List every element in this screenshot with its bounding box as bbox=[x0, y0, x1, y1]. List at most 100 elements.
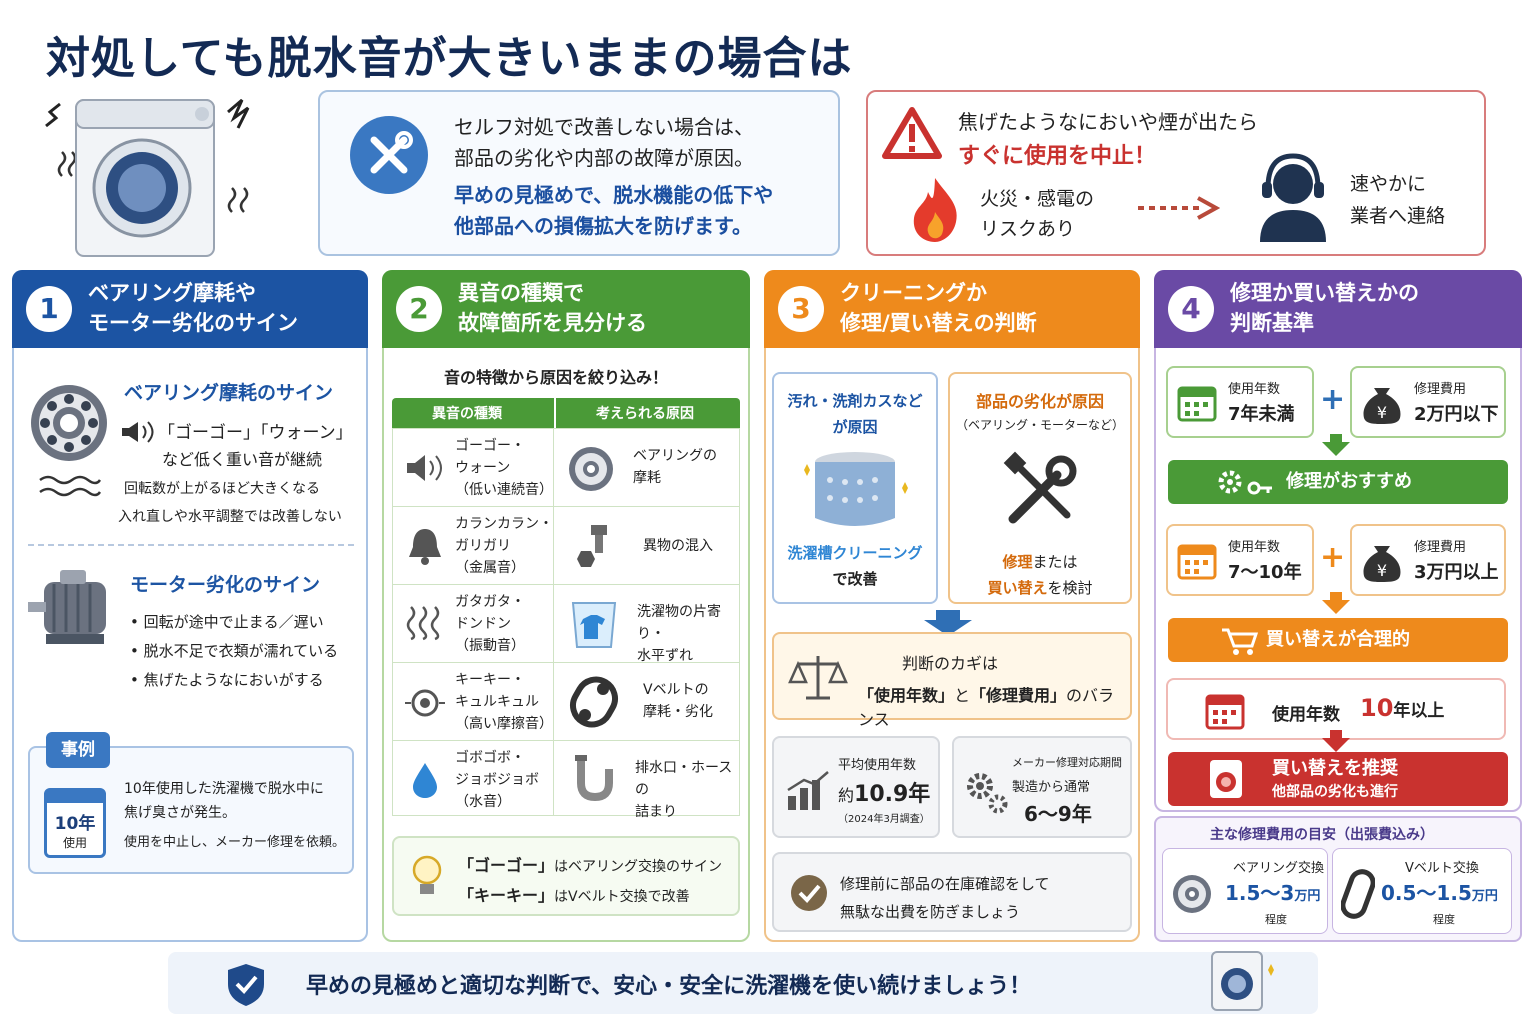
avg-years-box: 平均使用年数 約10.9年 （2024年3月調査） bbox=[772, 736, 940, 838]
operator-headset-icon bbox=[1260, 153, 1326, 242]
page-title: 対処しても脱水音が大きいままの場合は bbox=[46, 33, 853, 84]
cost-card: ¥ 修理費用 2万円以下 bbox=[1350, 366, 1506, 438]
years-card: 使用年数 7〜10年 bbox=[1166, 524, 1314, 596]
v-belt-icon bbox=[570, 676, 618, 728]
motor-sign-title: モーター劣化のサイン bbox=[130, 574, 321, 596]
lightbulb-icon bbox=[412, 855, 442, 894]
repair-box: 部品の劣化が原因 （ベアリング・モーターなど） 修理または買い替えを検討 bbox=[948, 372, 1132, 604]
list-item: • 回転が途中で止まる／遅い bbox=[130, 613, 324, 631]
plus-icon: + bbox=[1320, 382, 1346, 417]
screw-nut-icon bbox=[577, 525, 607, 567]
column-3-header: 3 クリーニングか修理/買い替えの判断 bbox=[764, 270, 1140, 348]
bell-icon bbox=[409, 529, 441, 565]
drain-pipe-icon bbox=[575, 755, 613, 802]
result-recommend-replace: 買い替えを推奨 他部品の劣化も進行 bbox=[1168, 752, 1508, 806]
years-card: 使用年数 7年未満 bbox=[1166, 366, 1314, 438]
friction-icon bbox=[405, 689, 445, 717]
scale-icon bbox=[788, 656, 848, 700]
tip-box: 「ゴーゴー」はベアリング交換のサイン 「キーキー」はVベルト交換で改善 bbox=[392, 836, 740, 916]
yen-bag-icon: ¥ bbox=[1363, 546, 1401, 582]
cost-vbelt: Vベルト交換 0.5〜1.5万円 程度 bbox=[1332, 848, 1512, 934]
maker-period-box: メーカー修理対応期間 製造から通常 6〜9年 bbox=[952, 736, 1132, 838]
noise-table: ゴーゴー・ウォーン（低い連続音） ベアリングの摩耗 カランカラン・ガリガリ（金属… bbox=[392, 428, 740, 820]
column-1-bearing-motor: 1 ベアリング摩耗やモーター劣化のサイン ベアリング摩耗のサイン 「ゴーゴー」「… bbox=[12, 270, 368, 942]
bearing-icon bbox=[569, 447, 613, 491]
intro-text: セルフ対処で改善しない場合は、部品の劣化や内部の故障が原因。 bbox=[454, 115, 754, 170]
result-repair: 修理がおすすめ bbox=[1168, 460, 1508, 504]
table-row: カランカラン・ガリガリ（金属音） 異物の混入 bbox=[393, 507, 739, 585]
column-3-clean-or-repair: 3 クリーニングか修理/買い替えの判断 汚れ・洗剤カスなどが原因 洗濯槽クリーニ… bbox=[764, 270, 1140, 942]
washing-machine-icon bbox=[45, 98, 250, 257]
list-item: • 脱水不足で衣類が濡れている bbox=[130, 642, 339, 660]
arrow-down-icon bbox=[1322, 434, 1350, 456]
column-2-subtitle: 音の特徴から原因を絞り込み！ bbox=[444, 368, 669, 387]
case-text: 10年使用した洗濯機で脱水中に bbox=[124, 781, 324, 797]
case-box: 事例 10年 使用 10年使用した洗濯機で脱水中に 焦げ臭さが発生。 使用を中止… bbox=[28, 732, 354, 874]
stock-note-box: 修理前に部品の在庫確認をして無駄な出費を防ぎましょう bbox=[772, 852, 1132, 932]
motor-icon bbox=[28, 570, 106, 644]
footer-banner: 早めの見極めと適切な判断で、安心・安全に洗濯機を使い続けましょう！ bbox=[168, 951, 1318, 1014]
gears-icon bbox=[967, 773, 1008, 814]
table-row: ゴーゴー・ウォーン（低い連続音） ベアリングの摩耗 bbox=[393, 429, 739, 507]
wrench-screwdriver-icon bbox=[1003, 451, 1077, 524]
laundry-tub-icon bbox=[571, 602, 617, 648]
svg-text:¥: ¥ bbox=[1377, 403, 1387, 422]
table-header: 異音の種類 考えられる原因 bbox=[392, 398, 740, 428]
cleaning-box: 汚れ・洗剤カスなどが原因 洗濯槽クリーニングで改善 bbox=[772, 372, 938, 604]
speaker-icon bbox=[407, 455, 442, 481]
tools-icon bbox=[350, 116, 428, 194]
calendar-icon bbox=[1177, 386, 1217, 422]
result-replace: 買い替えが合理的 bbox=[1168, 618, 1508, 662]
water-drop-icon bbox=[413, 763, 437, 798]
shopping-cart-icon bbox=[1222, 628, 1259, 655]
bearing-icon bbox=[1173, 875, 1211, 913]
list-item: • 焦げたようなにおいがする bbox=[130, 671, 324, 689]
drum-icon bbox=[804, 452, 908, 526]
divider bbox=[28, 544, 354, 546]
column-4-criteria: 4 修理か買い替えかの判断基準 使用年数 7年未満 + ¥ 修理費用 2万円以下… bbox=[1154, 270, 1522, 812]
vibration-icon bbox=[406, 606, 440, 641]
warning-panel: 焦げたようなにおいや煙が出たら すぐに使用を中止！ 火災・感電のリスクあり 速や… bbox=[866, 90, 1486, 256]
motor-sign-list: • 回転が途中で止まる／遅い • 脱水不足で衣類が濡れている • 焦げたようなに… bbox=[130, 608, 338, 695]
cost-card: ¥ 修理費用 3万円以上 bbox=[1350, 524, 1506, 596]
fire-icon bbox=[913, 178, 957, 242]
speaker-icon bbox=[122, 421, 154, 443]
bearing-sign-title: ベアリング摩耗のサイン bbox=[124, 382, 334, 404]
bearing-icon bbox=[31, 385, 107, 461]
arrow-down-icon bbox=[1322, 592, 1350, 614]
contact-text: 速やかに業者へ連絡 bbox=[1350, 173, 1446, 227]
column-2-header: 2 異音の種類で故障箇所を見分ける bbox=[382, 270, 750, 348]
svg-text:¥: ¥ bbox=[1377, 561, 1387, 580]
intro-emphasis: 早めの見極めで、脱水機能の低下や他部品への損傷拡大を防げます。 bbox=[454, 183, 774, 238]
key-box: 判断のカギは 「使用年数」と「修理費用」のバランス bbox=[772, 632, 1132, 729]
washing-machine-icon bbox=[1210, 760, 1242, 798]
years-over-card: 使用年数 10年以上 bbox=[1166, 678, 1506, 740]
repair-cost-guide: 主な修理費用の目安（出張費込み） ベアリング交換 1.5〜3万円 程度 Vベルト… bbox=[1154, 816, 1522, 942]
v-belt-icon bbox=[1341, 869, 1375, 919]
check-circle-icon bbox=[791, 875, 827, 911]
column-2-noise-types: 2 異音の種類で故障箇所を見分ける 音の特徴から原因を絞り込み！ 異音の種類 考… bbox=[382, 270, 750, 942]
arrow-down-icon bbox=[924, 610, 972, 636]
bar-chart-icon bbox=[787, 771, 829, 810]
warning-stop: すぐに使用を中止！ bbox=[958, 144, 1157, 169]
calendar-icon bbox=[1205, 694, 1245, 730]
cost-bearing: ベアリング交換 1.5〜3万円 程度 bbox=[1162, 848, 1328, 934]
column-4-header: 4 修理か買い替えかの判断基準 bbox=[1154, 270, 1522, 348]
arrow-down-icon bbox=[1322, 730, 1350, 752]
calendar-icon bbox=[1177, 544, 1217, 580]
shield-check-icon bbox=[228, 964, 264, 1006]
calendar-icon: 10年 使用 bbox=[44, 788, 106, 858]
table-row: キーキー・キュルキュル（高い摩擦音） Vベルトの摩耗・劣化 bbox=[393, 663, 739, 741]
plus-icon: + bbox=[1320, 540, 1346, 575]
table-row: ゴボゴボ・ジョボジョボ（水音） 排水口・ホースの詰まり bbox=[393, 741, 739, 820]
warning-triangle-icon bbox=[882, 107, 942, 159]
washing-machine-icon bbox=[1211, 951, 1274, 1011]
risk-text: 火災・感電のリスクあり bbox=[980, 188, 1095, 240]
bearing-sound-text: 「ゴーゴー」「ウォーン」 bbox=[158, 423, 353, 443]
footer-text: 早めの見極めと適切な判断で、安心・安全に洗濯機を使い続けましょう！ bbox=[306, 974, 1032, 999]
column-1-header: 1 ベアリング摩耗やモーター劣化のサイン bbox=[12, 270, 368, 348]
arrow-right-icon bbox=[1138, 196, 1220, 220]
warning-text: 焦げたようなにおいや煙が出たら bbox=[958, 110, 1258, 134]
case-tag: 事例 bbox=[46, 732, 110, 768]
intro-panel: セルフ対処で改善しない場合は、部品の劣化や内部の故障が原因。 早めの見極めで、脱… bbox=[318, 90, 840, 256]
